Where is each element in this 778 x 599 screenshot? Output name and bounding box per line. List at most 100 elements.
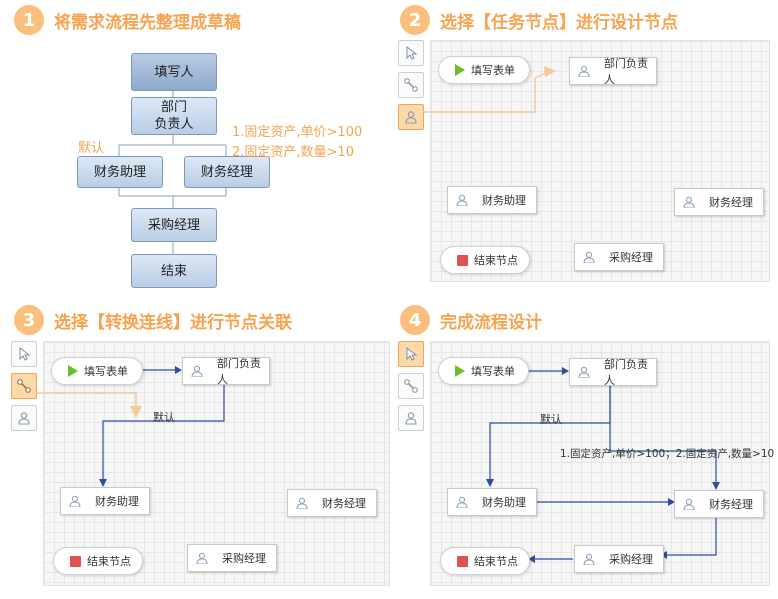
draft-node-assistant-label: 财务助理 [93, 164, 146, 180]
node-purchase-label: 采购经理 [609, 251, 653, 264]
node-purchase[interactable]: 采购经理 [574, 243, 664, 271]
step-3-number: 3 [14, 305, 44, 335]
draft-node-purchase-label: 采购经理 [147, 217, 200, 233]
node-end-label: 结束节点 [474, 555, 518, 568]
node-start-label: 填写表单 [471, 64, 515, 77]
user-icon [578, 65, 590, 77]
node-dept-head[interactable]: 部门负责人 [569, 358, 657, 387]
user-icon [296, 497, 308, 509]
node-dept-head-label: 部门负责人 [217, 357, 261, 386]
connector-tool[interactable] [11, 373, 37, 399]
connector-icon [17, 379, 31, 393]
node-end[interactable]: 结束节点 [440, 246, 530, 274]
draft-node-assistant: 财务助理 [77, 156, 163, 188]
pointer-tool[interactable] [11, 341, 37, 367]
node-manager[interactable]: 财务经理 [287, 489, 377, 517]
node-end-label: 结束节点 [474, 254, 518, 267]
node-start-label: 填写表单 [471, 365, 515, 378]
start-icon [68, 365, 78, 377]
step-1-text: 将需求流程先整理成草稿 [54, 12, 241, 33]
node-dept-head-label: 部门负责人 [604, 358, 648, 387]
node-assistant[interactable]: 财务助理 [447, 488, 537, 516]
node-start[interactable]: 填写表单 [438, 56, 530, 84]
draft-node-dept-head: 部门 负责人 [131, 97, 217, 135]
task-node-tool[interactable] [398, 405, 424, 431]
node-start[interactable]: 填写表单 [51, 357, 143, 385]
node-dept-head[interactable]: 部门负责人 [569, 57, 657, 86]
node-assistant-label: 财务助理 [482, 496, 526, 509]
draft-node-purchase: 采购经理 [131, 208, 217, 242]
node-manager[interactable]: 财务经理 [674, 188, 764, 216]
node-assistant[interactable]: 财务助理 [447, 186, 537, 214]
node-manager-label: 财务经理 [709, 498, 753, 511]
draft-node-dept-head-line2: 负责人 [154, 117, 194, 132]
node-purchase-label: 采购经理 [222, 552, 266, 565]
start-icon [455, 64, 465, 76]
draft-node-end-label: 结束 [160, 263, 187, 279]
pointer-icon [406, 347, 418, 361]
draft-node-end: 结束 [131, 254, 217, 288]
start-icon [455, 365, 465, 377]
node-manager-label: 财务经理 [322, 497, 366, 510]
edge-default-label: 默认 [540, 413, 562, 426]
node-assistant-label: 财务助理 [482, 194, 526, 207]
user-icon [578, 366, 590, 378]
draft-node-filler-label: 填写人 [154, 64, 194, 80]
node-end-label: 结束节点 [87, 555, 131, 568]
node-dept-head-label: 部门负责人 [604, 57, 648, 86]
connector-tool[interactable] [398, 72, 424, 98]
pointer-icon [19, 347, 31, 361]
node-end[interactable]: 结束节点 [440, 547, 530, 575]
step-4-title: 4 完成流程设计 [400, 305, 542, 335]
draft-condition-1: 1.固定资产,单价>100 [232, 125, 363, 140]
pointer-icon [406, 46, 418, 60]
step-1-number: 1 [14, 5, 44, 35]
node-purchase-label: 采购经理 [609, 553, 653, 566]
node-end[interactable]: 结束节点 [53, 547, 143, 575]
draft-condition-2: 2.固定资产,数量>10 [232, 145, 354, 160]
step-2-title: 2 选择【任务节点】进行设计节点 [400, 5, 678, 35]
user-icon [583, 251, 595, 263]
step-2-number: 2 [400, 5, 430, 35]
step-3-title: 3 选择【转换连线】进行节点关联 [14, 305, 292, 335]
node-dept-head[interactable]: 部门负责人 [182, 357, 270, 386]
node-manager-label: 财务经理 [709, 196, 753, 209]
pointer-tool[interactable] [398, 40, 424, 66]
node-start[interactable]: 填写表单 [438, 357, 529, 385]
draft-default-label: 默认 [78, 141, 105, 156]
node-purchase[interactable]: 采购经理 [574, 545, 664, 573]
user-icon [405, 111, 417, 124]
step-2-text: 选择【任务节点】进行设计节点 [440, 12, 678, 33]
user-icon [683, 498, 695, 510]
node-purchase[interactable]: 采购经理 [187, 544, 277, 572]
connector-tool[interactable] [398, 373, 424, 399]
node-assistant-label: 财务助理 [95, 495, 139, 508]
user-icon [405, 412, 417, 425]
node-start-label: 填写表单 [84, 365, 128, 378]
node-manager[interactable]: 财务经理 [674, 490, 764, 518]
task-node-tool[interactable] [11, 405, 37, 431]
edge-default-label: 默认 [153, 411, 175, 424]
pointer-tool[interactable] [398, 341, 424, 367]
step-3-text: 选择【转换连线】进行节点关联 [54, 312, 292, 333]
step-4-number: 4 [400, 305, 430, 335]
end-icon [70, 555, 81, 567]
user-icon [18, 412, 30, 425]
user-icon [69, 495, 81, 507]
step-1-title: 1 将需求流程先整理成草稿 [14, 5, 241, 35]
user-icon [196, 552, 208, 564]
task-node-tool[interactable] [398, 104, 424, 130]
node-assistant[interactable]: 财务助理 [60, 487, 150, 515]
end-icon [457, 555, 468, 567]
draft-node-dept-head-line1: 部门 [160, 100, 187, 115]
connector-icon [404, 78, 418, 92]
draft-node-filler: 填写人 [131, 53, 217, 91]
user-icon [191, 365, 203, 377]
draft-node-manager: 财务经理 [184, 156, 270, 188]
connector-icon [404, 379, 418, 393]
user-icon [683, 196, 695, 208]
end-icon [457, 254, 468, 266]
